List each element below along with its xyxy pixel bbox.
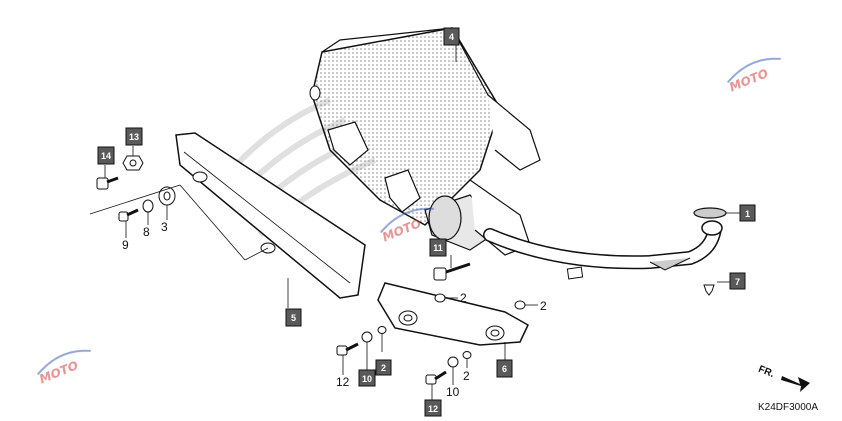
callout-6: 6 [496, 359, 513, 378]
svg-text:1: 1 [745, 209, 750, 219]
exhaust-pipe [483, 220, 723, 280]
svg-text:7: 7 [735, 277, 740, 287]
svg-text:5: 5 [291, 313, 296, 323]
svg-text:MOTO: MOTO [37, 358, 80, 386]
svg-text:11: 11 [433, 243, 443, 253]
callout-9: 9 [122, 238, 129, 252]
callout-11: 11 [429, 238, 447, 257]
callout-10a: 10 [358, 369, 376, 387]
callout-10b: 10 [446, 385, 460, 399]
clip [703, 284, 715, 296]
diagram-code: K24DF3000A [758, 402, 818, 413]
callout-8: 8 [143, 225, 150, 239]
svg-text:MOTO: MOTO [380, 216, 423, 244]
leader-lines [89, 38, 740, 400]
front-direction-indicator: FR. [757, 364, 810, 392]
callout-5: 5 [285, 308, 302, 327]
pipe-protector [377, 282, 529, 346]
svg-text:MOTO: MOTO [727, 66, 770, 94]
callout-2c: 2 [540, 299, 547, 313]
callout-13: 13 [125, 127, 143, 146]
callout-2d: 2 [463, 369, 470, 383]
gasket [693, 207, 727, 219]
svg-text:2: 2 [381, 363, 386, 373]
callout-1: 1 [739, 204, 756, 222]
callout-2a: 2 [460, 291, 467, 305]
callout-4: 4 [443, 27, 460, 46]
svg-text:FR.: FR. [757, 364, 776, 380]
svg-text:12: 12 [428, 404, 438, 414]
callout-3: 3 [161, 220, 168, 234]
callout-12b: 12 [424, 399, 442, 417]
muffler [309, 27, 541, 256]
callout-12a: 12 [336, 375, 350, 389]
svg-text:14: 14 [101, 151, 111, 161]
svg-text:10: 10 [362, 374, 372, 384]
svg-text:4: 4 [449, 32, 454, 42]
callout-14: 14 [97, 146, 115, 165]
callout-2b: 2 [375, 359, 392, 376]
svg-text:13: 13 [129, 132, 139, 142]
muffler-protector [175, 132, 366, 299]
svg-text:6: 6 [502, 364, 507, 374]
callout-7: 7 [729, 272, 746, 290]
